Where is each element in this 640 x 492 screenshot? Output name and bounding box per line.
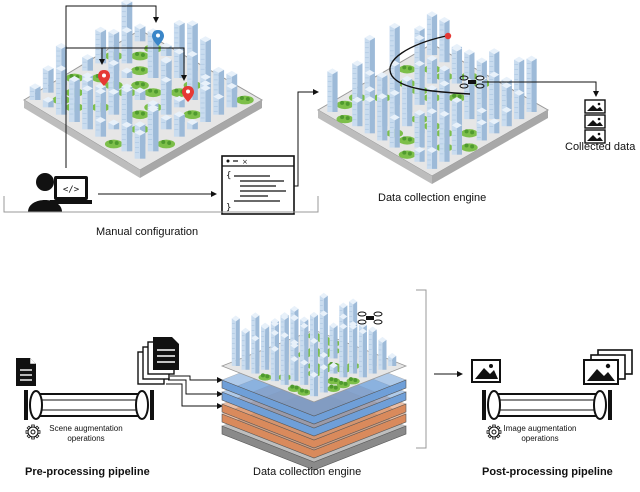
image-stack-icon xyxy=(583,349,633,385)
city-model-engine xyxy=(317,11,550,184)
pipe-icon xyxy=(24,390,154,420)
svg-text:×: × xyxy=(242,158,248,166)
arrow-to-engine xyxy=(294,89,319,187)
pre-processing-pipeline-label: Pre-processing pipeline xyxy=(25,466,150,478)
pipe-icon xyxy=(482,390,612,420)
drone-icon xyxy=(459,75,485,89)
collected-data-label: Collected data xyxy=(565,141,636,153)
city-model-manual-config xyxy=(23,0,264,178)
gear-icon xyxy=(25,424,41,440)
layered-city-engine xyxy=(220,292,408,471)
location-pin-icon xyxy=(98,70,110,86)
gear-icon xyxy=(486,424,502,440)
document-stack-icon xyxy=(137,337,179,385)
document-icon xyxy=(16,358,36,386)
manual-config-bracket xyxy=(3,196,319,213)
data-collection-engine-top-label: Data collection engine xyxy=(378,192,487,204)
developer-laptop-icon: </> xyxy=(28,173,92,212)
pin-connectors xyxy=(65,5,187,168)
svg-text:}: } xyxy=(226,203,231,213)
drone-flight-path xyxy=(389,32,471,95)
image-icon xyxy=(471,359,501,383)
drone-icon xyxy=(357,311,383,325)
post-processing-pipeline-label: Post-processing pipeline xyxy=(482,466,613,478)
data-collection-engine-bottom-label: Data collection engine xyxy=(253,466,362,478)
code-window-icon: × { } xyxy=(221,155,295,215)
svg-text:</>: </> xyxy=(63,185,80,195)
location-pin-icon xyxy=(152,30,164,46)
image-augmentation-label: Image augmentation operations xyxy=(503,424,577,443)
arrows-to-layers xyxy=(166,375,223,409)
image-stack-icon xyxy=(584,99,606,144)
scene-augmentation-label: Scene augmentation operations xyxy=(49,424,123,443)
engine-bracket xyxy=(416,289,427,449)
arrow-to-collected xyxy=(482,81,599,97)
location-pin-icon xyxy=(182,86,194,102)
manual-configuration-label: Manual configuration xyxy=(96,226,199,238)
svg-text:{: { xyxy=(226,171,231,181)
